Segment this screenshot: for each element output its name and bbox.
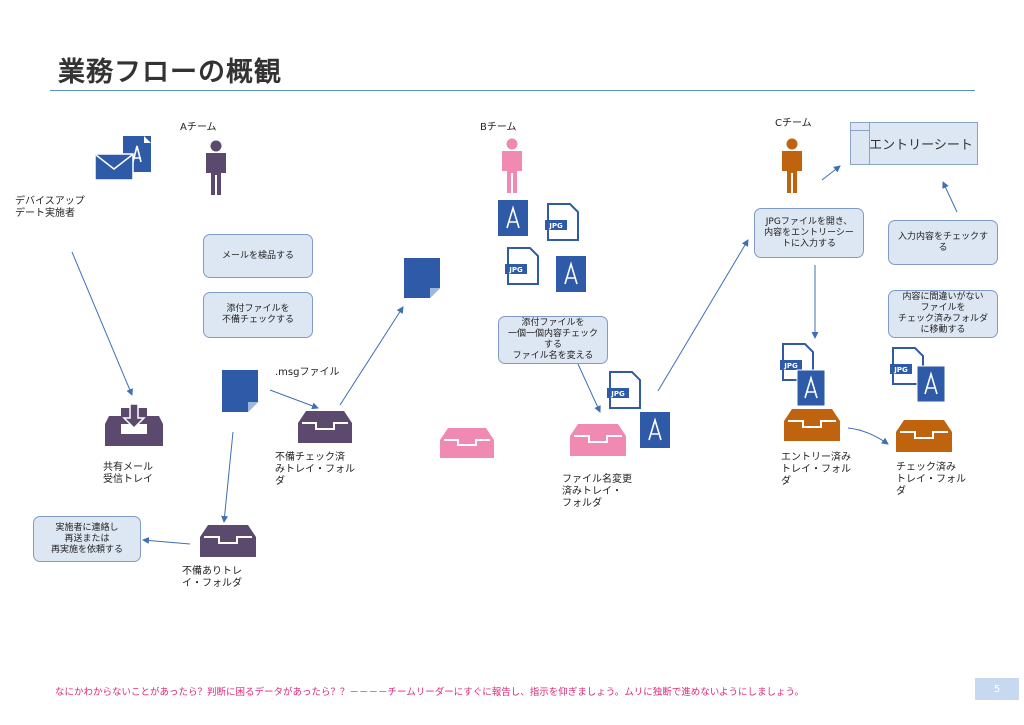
jpg-file-icon: JPG: [505, 247, 539, 285]
renamed-files-icon: JPG: [607, 371, 670, 448]
pdf-file-icon: [916, 365, 946, 403]
move-checked-box: 内容に間違いがない ファイルを チェック済みフォルダ に移動する: [888, 290, 998, 338]
entry-sheet: エントリーシート: [850, 122, 978, 165]
team-c-label: Cチーム: [775, 118, 812, 129]
checked-tray-icon: [896, 420, 952, 452]
entry-sheet-divider: [869, 123, 870, 164]
passed-document-icon: [404, 258, 440, 298]
defect-checked-tray-label: 不備チェック済 みトレイ・フォル ダ: [275, 452, 355, 487]
page-number: 5: [975, 678, 1019, 700]
defect-tray-icon: [200, 525, 256, 557]
defect-tray-label: 不備ありトレ イ・フォルダ: [182, 566, 242, 589]
team-a-label: Aチーム: [180, 122, 217, 133]
team-a-person-icon: [206, 140, 226, 195]
arrow-renamed-to-open: [657, 239, 749, 392]
pdf-file-icon: [556, 256, 586, 292]
device-update-label: デバイスアップ デート実施者: [15, 196, 85, 219]
team-b-person-icon: [502, 138, 522, 193]
jpg-text: JPG: [783, 362, 798, 370]
pdf-file-icon: [640, 412, 670, 448]
check-attachment-box: 添付ファイルを 不備チェックする: [203, 292, 313, 338]
jpg-file-icon: JPG: [607, 371, 641, 409]
empty-pink-tray-icon: [440, 428, 494, 458]
arrow-check-to-renamed: [577, 363, 601, 413]
team-b-files-icon: JPG JPG: [498, 200, 586, 292]
checked-tray-label: チェック済み トレイ・フォル ダ: [896, 462, 966, 497]
mail-pdf-icon: [94, 136, 151, 181]
open-jpg-box: JPGファイルを開き、 内容をエントリーシー トに入力する: [754, 208, 864, 258]
inbox-download-icon: [105, 403, 163, 446]
jpg-text: JPG: [610, 390, 625, 398]
defect-checked-tray-icon: [298, 411, 352, 443]
renamed-tray-icon: [570, 424, 626, 456]
notify-implementer-box: 実施者に連絡し 再送または 再実施を依頼する: [33, 516, 141, 562]
arrow-input-to-sheet: [942, 181, 958, 213]
pdf-file-icon: [796, 369, 826, 407]
entered-tray-icon: [784, 409, 840, 441]
shared-mail-label: 共有メール 受信トレイ: [103, 462, 153, 485]
arrow-defect-to-notify: [142, 537, 191, 545]
arrow-checked-to-doc: [339, 306, 404, 406]
jpg-file-icon: JPG: [545, 203, 579, 241]
msg-file-label: .msgファイル: [275, 367, 340, 378]
inspect-mail-box: メールを検品する: [203, 234, 313, 278]
page-title: 業務フローの概観: [58, 57, 282, 88]
arrow-msg-to-checked: [269, 389, 319, 410]
entry-sheet-header-line: [851, 130, 869, 131]
check-input-box: 入力内容をチェックす る: [888, 220, 998, 265]
jpg-text: JPG: [893, 366, 908, 374]
jpg-text: JPG: [508, 266, 523, 274]
msg-document-icon: [222, 370, 258, 412]
title-divider: [50, 90, 975, 91]
jpg-text: JPG: [548, 222, 563, 230]
team-b-label: Bチーム: [480, 122, 517, 133]
arrow-entered-to-checked: [847, 427, 889, 445]
check-each-box: 添付ファイルを 一個一個内容チェック する ファイル名を変える: [498, 316, 608, 364]
team-c-person-icon: [782, 138, 802, 193]
renamed-tray-label: ファイル名変更 済みトレイ・ フォルダ: [562, 474, 632, 509]
entered-tray-label: エントリー済み トレイ・フォル ダ: [781, 452, 851, 487]
footer-note: なにかわからないことがあったら？判断に困るデータがあったら？？－－－－チームリー…: [55, 687, 804, 698]
pdf-file-icon: [498, 200, 528, 236]
entered-files-icon: JPG: [780, 343, 826, 407]
checked-files-icon: JPG: [890, 347, 946, 403]
arrow-msg-to-defect: [221, 431, 234, 523]
arrow-c-to-sheet: [821, 165, 841, 181]
arrow-device-to-inbox: [71, 251, 133, 396]
entry-sheet-label: エントリーシート: [869, 138, 973, 153]
